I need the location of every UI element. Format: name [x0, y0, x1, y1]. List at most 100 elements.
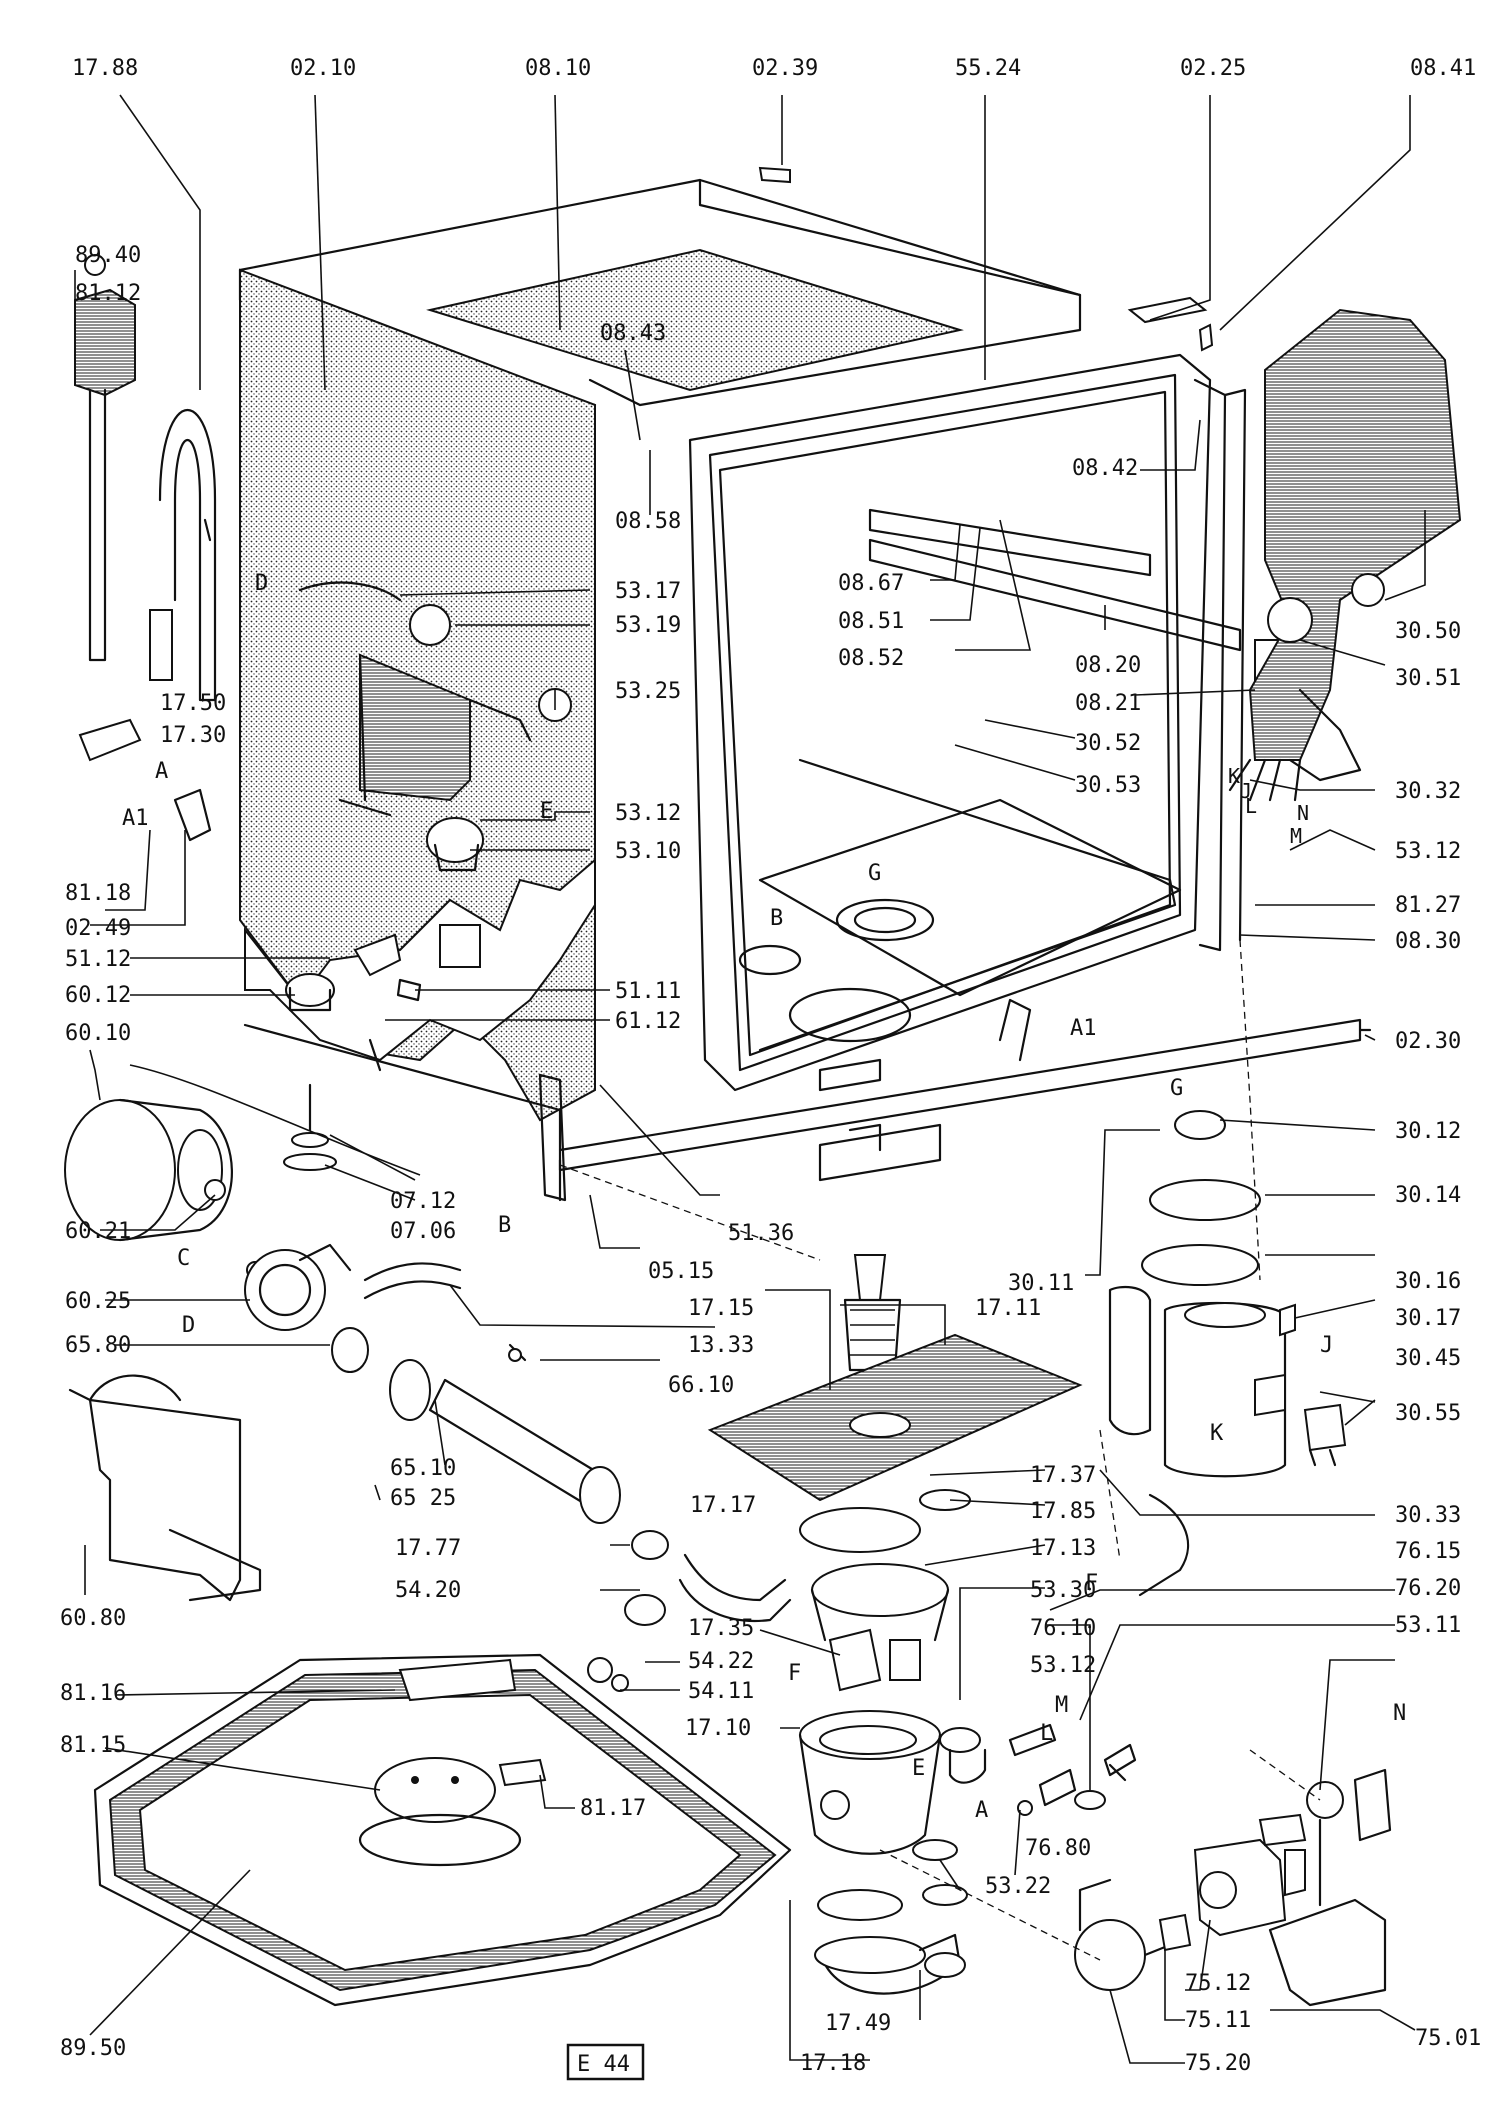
label-81-17: 81.17 [580, 1796, 646, 1821]
label-30-11: 30.11 [1008, 1271, 1074, 1296]
letter-K-1: K [1228, 764, 1240, 788]
label-07-12: 07.12 [390, 1189, 456, 1214]
label-75-20: 75.20 [1185, 2051, 1251, 2076]
label-61-12: 61.12 [615, 1009, 681, 1034]
label-02-30: 02.30 [1395, 1029, 1461, 1054]
cabinet-frame [238, 166, 1372, 1202]
letter-M-2: M [1055, 1693, 1068, 1718]
label-08-41: 08.41 [1410, 56, 1476, 81]
label-75-01: 75.01 [1415, 2026, 1481, 2051]
base-tray [93, 1653, 792, 2007]
label-17-88: 17.88 [72, 56, 138, 81]
label-17-15: 17.15 [688, 1296, 754, 1321]
label-08-21: 08.21 [1075, 691, 1141, 716]
label-17-10: 17.10 [685, 1716, 751, 1741]
label-30-33: 30.33 [1395, 1503, 1461, 1528]
label-17-77: 17.77 [395, 1536, 461, 1561]
label-17-50: 17.50 [160, 691, 226, 716]
letter-J-2: J [1320, 1333, 1333, 1358]
letter-B-1: B [770, 906, 783, 931]
label-53-12-b: 53.12 [1395, 839, 1461, 864]
label-08-52: 08.52 [838, 646, 904, 671]
label-53-30: 53.30 [1030, 1578, 1096, 1603]
label-53-22: 53.22 [985, 1874, 1051, 1899]
page-code-box: E 44 [566, 2043, 645, 2081]
label-08-67: 08.67 [838, 571, 904, 596]
label-08-20: 08.20 [1075, 653, 1141, 678]
connection-letters: D A A1 E G B K J L N M A1 G B C D J K F … [122, 571, 1406, 1823]
label-54-22: 54.22 [688, 1649, 754, 1674]
letter-C-1: C [177, 1246, 190, 1271]
leader-lines [74, 94, 1426, 2064]
letter-E-1: E [540, 799, 553, 824]
label-55-24: 55.24 [955, 56, 1021, 81]
letter-G-1: G [868, 861, 881, 886]
label-53-17: 53.17 [615, 579, 681, 604]
right-lower-parts [912, 1110, 1392, 2007]
label-60-12: 60.12 [65, 983, 131, 1008]
label-66-10: 66.10 [668, 1373, 734, 1398]
label-17-17: 17.17 [690, 1493, 756, 1518]
label-76-15: 76.15 [1395, 1539, 1461, 1564]
label-17-30: 17.30 [160, 723, 226, 748]
letter-D-2: D [182, 1313, 195, 1338]
letter-G-2: G [1170, 1076, 1183, 1101]
label-08-43: 08.43 [600, 321, 666, 346]
label-30-16: 30.16 [1395, 1269, 1461, 1294]
letter-A-1: A [155, 759, 168, 784]
label-30-55: 30.55 [1395, 1401, 1461, 1426]
label-54-20: 54.20 [395, 1578, 461, 1603]
label-17-37: 17.37 [1030, 1463, 1096, 1488]
letter-F-2: F [788, 1661, 801, 1686]
label-60-80: 60.80 [60, 1606, 126, 1631]
label-05-15: 05.15 [648, 1259, 714, 1284]
label-53-12-a: 53.12 [615, 801, 681, 826]
letter-A1-2: A1 [1070, 1016, 1097, 1041]
label-08-42: 08.42 [1072, 456, 1138, 481]
label-30-53: 30.53 [1075, 773, 1141, 798]
label-02-25: 02.25 [1180, 56, 1246, 81]
letter-M-1: M [1290, 824, 1302, 848]
letter-A1-1: A1 [122, 806, 149, 831]
label-60-10: 60.10 [65, 1021, 131, 1046]
label-76-10: 76.10 [1030, 1616, 1096, 1641]
label-17-11: 17.11 [975, 1296, 1041, 1321]
label-30-32: 30.32 [1395, 779, 1461, 804]
label-08-51: 08.51 [838, 609, 904, 634]
label-53-12-c: 53.12 [1030, 1653, 1096, 1678]
label-53-19: 53.19 [615, 613, 681, 638]
label-53-11: 53.11 [1395, 1613, 1461, 1638]
label-54-11: 54.11 [688, 1679, 754, 1704]
letter-D-1: D [255, 571, 268, 596]
label-17-49: 17.49 [825, 2011, 891, 2036]
label-76-80: 76.80 [1025, 1836, 1091, 1861]
letter-K-2: K [1210, 1421, 1224, 1446]
label-17-18: 17.18 [800, 2051, 866, 2076]
label-30-51: 30.51 [1395, 666, 1461, 691]
label-53-25: 53.25 [615, 679, 681, 704]
label-30-45: 30.45 [1395, 1346, 1461, 1371]
label-51-11: 51.11 [615, 979, 681, 1004]
label-17-85: 17.85 [1030, 1499, 1096, 1524]
label-30-50: 30.50 [1395, 619, 1461, 644]
label-81-15: 81.15 [60, 1733, 126, 1758]
letter-N-2: N [1393, 1701, 1406, 1726]
label-17-13: 17.13 [1030, 1536, 1096, 1561]
label-81-18: 81.18 [65, 881, 131, 906]
label-60-25: 60.25 [65, 1289, 131, 1314]
letter-A-3: A [975, 1798, 988, 1823]
label-08-30: 08.30 [1395, 929, 1461, 954]
control-panel-assembly [1228, 308, 1462, 802]
label-17-35: 17.35 [688, 1616, 754, 1641]
label-75-11: 75.11 [1185, 2008, 1251, 2033]
label-81-27: 81.27 [1395, 893, 1461, 918]
letter-J-1: J [1240, 779, 1252, 803]
letter-F-1: F [1085, 1571, 1098, 1596]
letter-L-2: L [1040, 1721, 1053, 1746]
letter-N-1: N [1297, 801, 1309, 825]
label-65-25: 65 25 [390, 1486, 456, 1511]
label-30-14: 30.14 [1395, 1183, 1461, 1208]
part-labels: 17.88 02.10 08.10 02.39 55.24 02.25 08.4… [60, 56, 1481, 2076]
label-07-06: 07.06 [390, 1219, 456, 1244]
